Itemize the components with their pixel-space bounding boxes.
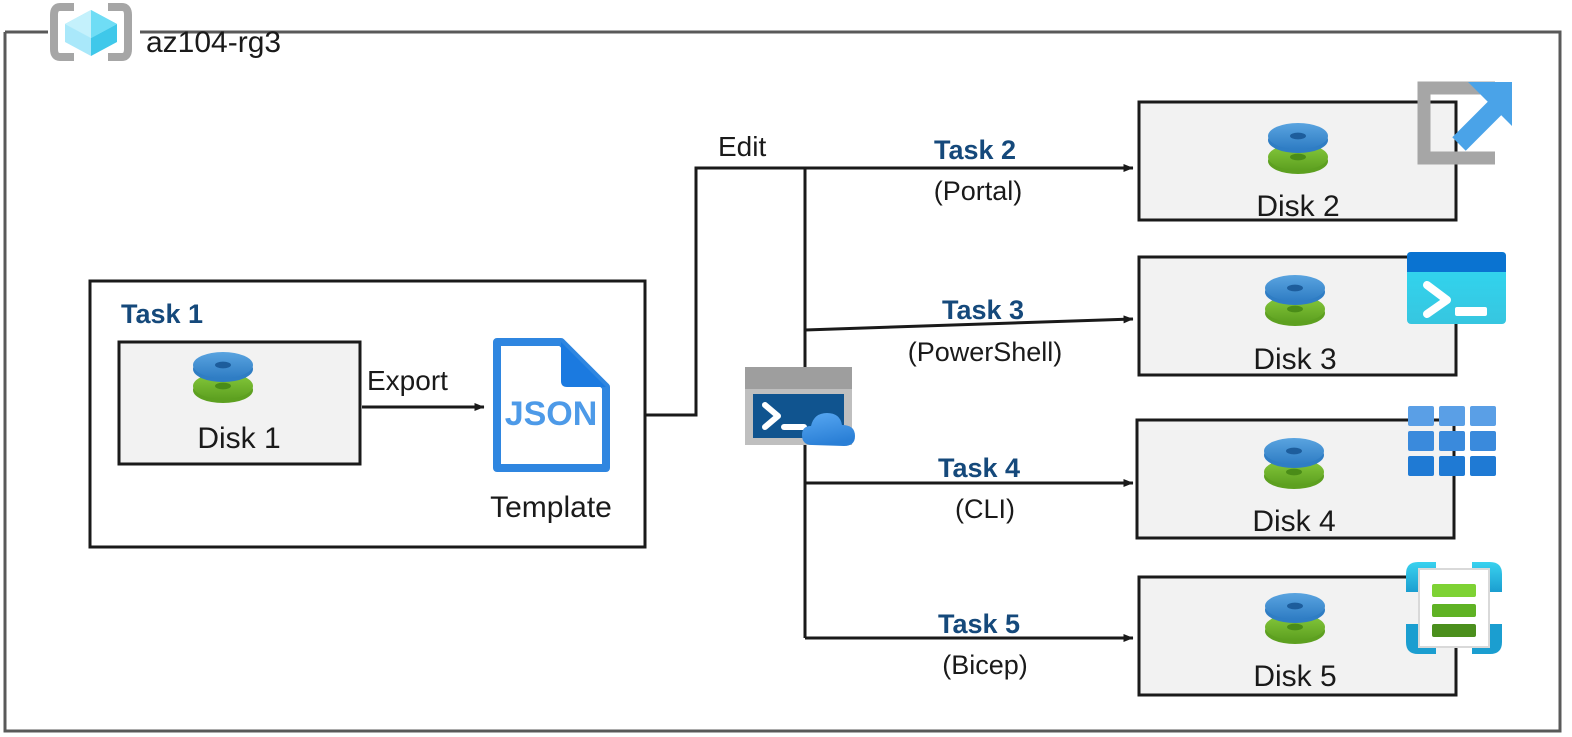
- disk1-label: Disk 1: [197, 422, 280, 455]
- bicep-icon[interactable]: [1406, 562, 1502, 654]
- branch-task-4: Task 4 (CLI): [938, 453, 1020, 524]
- managed-disk-icon: [1265, 593, 1325, 644]
- azure-cli-grid-icon[interactable]: [1408, 406, 1496, 476]
- resource-group-title: az104-rg3: [146, 26, 281, 59]
- cloud-shell-icon[interactable]: [745, 367, 855, 446]
- disk3-card[interactable]: Disk 3: [1137, 255, 1458, 377]
- task4-heading: Task 4: [938, 453, 1020, 483]
- disk4-card[interactable]: Disk 4: [1135, 418, 1456, 540]
- disk5-card[interactable]: Disk 5: [1137, 575, 1458, 697]
- resource-group-border: [3, 30, 1562, 733]
- powershell-icon[interactable]: [1407, 252, 1506, 324]
- resource-group-container: [3, 30, 1562, 733]
- task2-tool-label: (Portal): [934, 176, 1023, 206]
- managed-disk-icon: [193, 352, 253, 403]
- azure-portal-icon[interactable]: [1417, 81, 1512, 165]
- branch-task-5: Task 5 (Bicep): [938, 609, 1028, 680]
- branch-task-2: Task 2 (Portal): [934, 135, 1023, 206]
- json-badge-text: JSON: [505, 395, 598, 433]
- json-file-icon[interactable]: JSON: [493, 338, 610, 472]
- task5-tool-label: (Bicep): [942, 650, 1028, 680]
- disk1-card[interactable]: Disk 1: [117, 340, 362, 466]
- disk4-label: Disk 4: [1252, 505, 1335, 538]
- task3-heading: Task 3: [942, 295, 1024, 325]
- edit-label: Edit: [718, 131, 766, 162]
- disk2-label: Disk 2: [1256, 190, 1339, 223]
- task4-tool-label: (CLI): [955, 494, 1015, 524]
- task5-heading: Task 5: [938, 609, 1020, 639]
- managed-disk-icon: [1268, 123, 1328, 174]
- task1-heading: Task 1: [121, 299, 203, 329]
- export-label: Export: [367, 365, 448, 396]
- managed-disk-icon: [1265, 275, 1325, 326]
- task3-tool-label: (PowerShell): [908, 337, 1063, 367]
- template-label: Template: [490, 491, 612, 524]
- disk2-card[interactable]: Disk 2: [1137, 100, 1458, 223]
- managed-disk-icon: [1264, 438, 1324, 489]
- branch-task-3: Task 3 (PowerShell): [908, 295, 1063, 367]
- task2-heading: Task 2: [934, 135, 1016, 165]
- disk3-label: Disk 3: [1253, 343, 1336, 376]
- disk5-label: Disk 5: [1253, 660, 1336, 693]
- task3-arrow: [804, 315, 1134, 332]
- edit-connector-to-disk2: [645, 164, 1134, 417]
- azure-resource-group-icon: [50, 3, 132, 61]
